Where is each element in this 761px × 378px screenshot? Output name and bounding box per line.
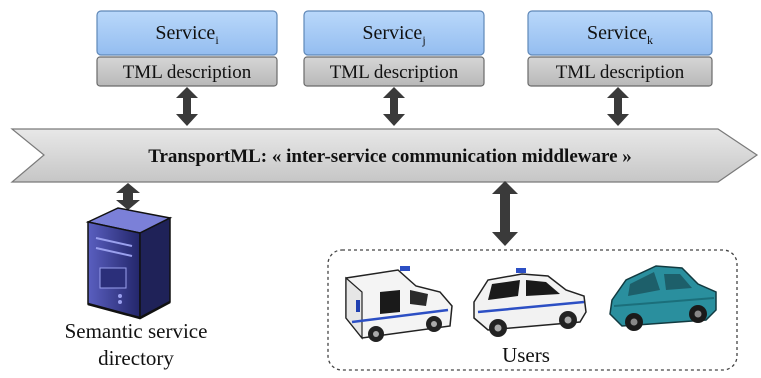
tml-description-k-label: TML description bbox=[556, 62, 685, 83]
service-k-box bbox=[527, 10, 713, 56]
passenger-car-icon bbox=[609, 265, 717, 331]
users-bus-arrow bbox=[492, 181, 518, 246]
tml-description-i-box bbox=[96, 56, 278, 87]
transportml-bus: TransportML: « inter-service communicati… bbox=[10, 128, 759, 183]
service-i-group: Servicei TML description bbox=[96, 10, 278, 87]
directory-label-line1: Semantic service bbox=[65, 319, 208, 343]
directory-bus-arrow bbox=[116, 183, 140, 210]
bus-label: TransportML: « inter-service communicati… bbox=[148, 146, 632, 167]
tml-description-i-label: TML description bbox=[123, 62, 252, 83]
service-k-group: Servicek TML description bbox=[527, 10, 713, 87]
tml-description-j-box bbox=[303, 56, 485, 87]
directory-label-line2: directory bbox=[98, 346, 174, 370]
server-icon bbox=[85, 207, 173, 320]
service-k-label: Servicek bbox=[587, 22, 653, 47]
service-j-box bbox=[303, 10, 485, 56]
tml-description-j-label: TML description bbox=[330, 62, 459, 83]
service-j-bus-arrow bbox=[383, 87, 405, 126]
tml-description-k-box bbox=[527, 56, 713, 87]
service-j-group: Servicej TML description bbox=[303, 10, 485, 87]
bus-arrow-shape bbox=[10, 128, 759, 183]
service-k-bus-arrow bbox=[607, 87, 629, 126]
users-label: Users bbox=[502, 343, 550, 367]
service-i-bus-arrow bbox=[176, 87, 198, 126]
users-group: Users bbox=[327, 249, 738, 371]
ambulance-icon bbox=[345, 266, 453, 342]
service-i-box bbox=[96, 10, 278, 56]
service-i-label: Servicei bbox=[155, 22, 219, 47]
police-car-icon bbox=[473, 268, 587, 337]
service-j-label: Servicej bbox=[362, 22, 425, 47]
